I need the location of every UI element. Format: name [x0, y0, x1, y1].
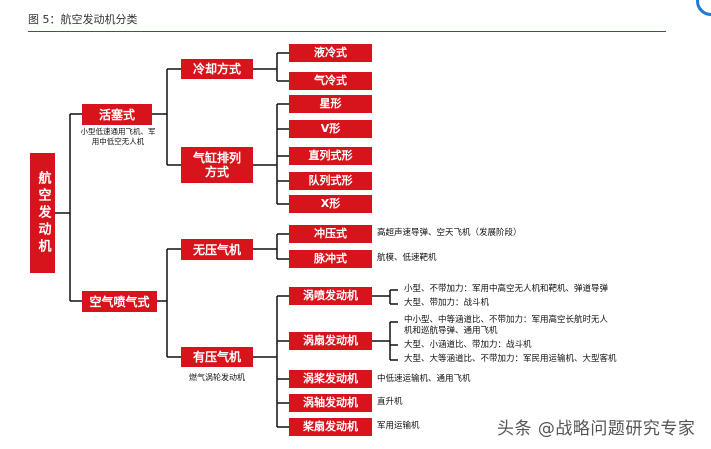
- node-cylinder: 气缸排列方式: [181, 147, 253, 183]
- node-turbofan: 涡扇发动机: [289, 332, 372, 350]
- node-no-compressor: 无压气机: [181, 239, 253, 260]
- watermark: 头条 @战略问题研究专家: [497, 419, 696, 439]
- node-turboshaft: 涡轴发动机: [289, 394, 372, 412]
- node-piston: 活塞式: [82, 104, 152, 125]
- title-divider: [28, 31, 666, 32]
- compressor-note: 燃气涡轮发动机: [189, 373, 245, 382]
- turboprop-desc: 中低速运输机、通用飞机: [377, 374, 471, 384]
- turbofan-desc-3: 大型、大等涵道比、不带加力：军民用运输机、大型客机: [404, 354, 617, 364]
- node-pulsejet: 脉冲式: [289, 250, 372, 268]
- node-radial: 星形: [289, 95, 372, 113]
- node-v-type: V形: [289, 120, 372, 138]
- node-x-type: X形: [289, 195, 372, 213]
- node-propfan: 桨扇发动机: [289, 418, 372, 436]
- root-node: 航空发动机: [30, 153, 55, 273]
- turbofan-desc-1: 中小型、中等涵道比、不带加力：军用高空长航时无人机和巡航导弹、通用飞机: [404, 315, 609, 336]
- node-turboprop: 涡桨发动机: [289, 370, 372, 388]
- node-compressor: 有压气机: [181, 347, 253, 367]
- node-turbojet: 涡喷发动机: [289, 287, 372, 305]
- turbojet-desc-1: 小型、不带加力：军用中高空无人机和靶机、弹道导弹: [404, 284, 609, 294]
- propfan-desc: 军用运输机: [377, 421, 420, 431]
- node-air-cooled: 气冷式: [289, 72, 372, 90]
- node-ramjet: 冲压式: [289, 225, 372, 243]
- piston-note: 小型低速通用飞机、军用中低空无人机: [80, 127, 156, 146]
- node-liquid-cooled: 液冷式: [289, 44, 372, 62]
- turboshaft-desc: 直升机: [377, 397, 403, 407]
- node-cooling: 冷却方式: [181, 59, 253, 79]
- pulsejet-desc: 航模、低速靶机: [377, 253, 437, 263]
- corner-badge: [696, 0, 711, 16]
- node-air-jet: 空气喷气式: [82, 291, 157, 312]
- turbofan-desc-2: 大型、小涵道比、带加力：战斗机: [404, 340, 532, 350]
- turbojet-desc-2: 大型、带加力：战斗机: [404, 298, 490, 308]
- node-opposed: 队列式形: [289, 172, 372, 190]
- ramjet-desc: 高超声速导弹、空天飞机（发展阶段）: [377, 228, 522, 238]
- node-inline: 直列式形: [289, 147, 372, 165]
- figure-title: 图 5：航空发动机分类: [28, 13, 138, 26]
